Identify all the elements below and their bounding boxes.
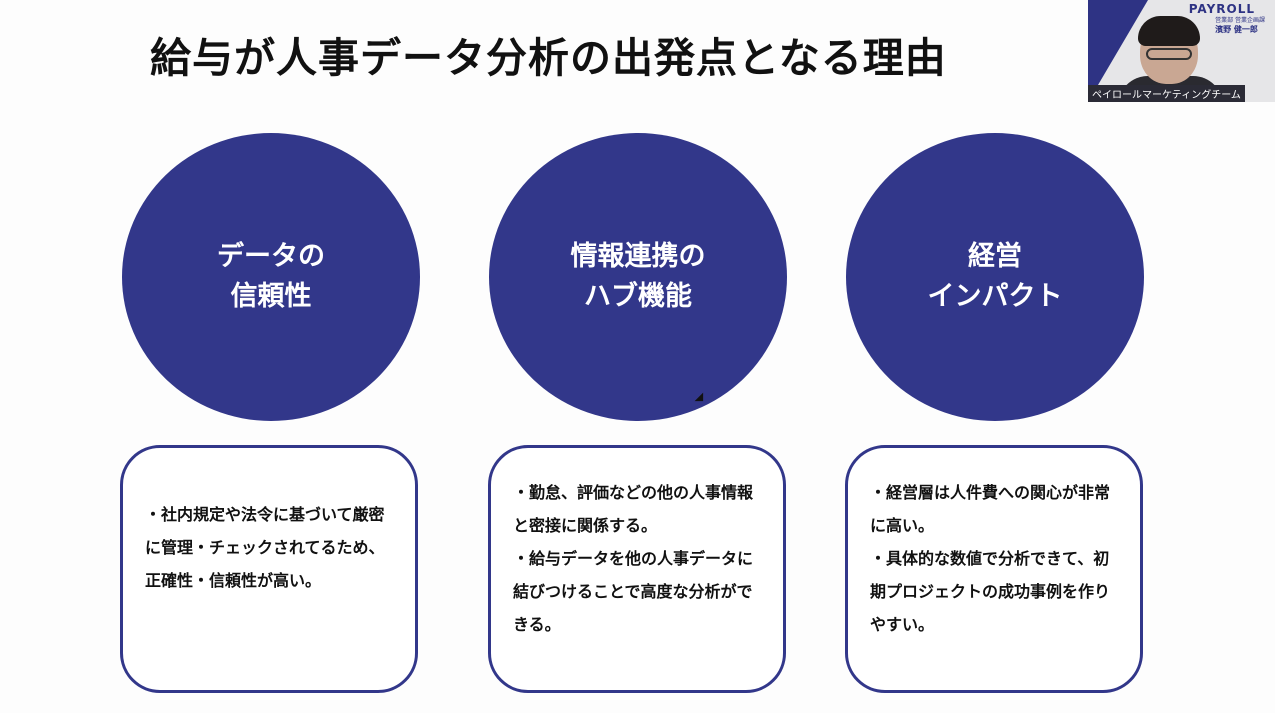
participant-label: ペイロールマーケティングチーム [1088, 85, 1245, 102]
speaker-hair [1138, 16, 1200, 46]
circle-data-reliability: データの 信頼性 [122, 133, 420, 421]
circle-label: データの 信頼性 [217, 241, 325, 312]
slide-title: 給与が人事データ分析の出発点となる理由 [150, 34, 947, 82]
description-box-impact: ・経営層は人件費への関心が非常に高い。 ・具体的な数値で分析できて、初期プロジェ… [845, 445, 1143, 693]
bullet-text: ・経営層は人件費への関心が非常に高い。 [870, 483, 1111, 535]
speaker-nameplate: 営業部 営業企画課 濱野 健一郎 [1215, 16, 1265, 34]
speaker-name: 濱野 健一郎 [1215, 25, 1258, 34]
circle-label: 経営 インパクト [927, 241, 1063, 312]
description-box-hub: ・勤怠、評価などの他の人事情報と密接に関係する。 ・給与データを他の人事データに… [488, 445, 786, 693]
speaker-glasses [1146, 48, 1192, 60]
company-logo: PAYROLL [1188, 2, 1255, 16]
bullet-text: ・給与データを他の人事データに結びつけることで高度な分析ができる。 [513, 549, 754, 634]
speaker-department: 営業部 営業企画課 [1215, 17, 1265, 24]
bullet-text: ・勤怠、評価などの他の人事情報と密接に関係する。 [513, 483, 754, 535]
circle-label: 情報連携の ハブ機能 [570, 241, 706, 312]
circle-information-hub: 情報連携の ハブ機能 [489, 133, 787, 421]
bullet-text: ・具体的な数値で分析できて、初期プロジェクトの成功事例を作りやすい。 [870, 549, 1111, 634]
bullet-text: ・社内規定や法令に基づいて厳密に管理・チェックされてるため、正確性・信頼性が高い… [145, 505, 385, 590]
description-box-reliability: ・社内規定や法令に基づいて厳密に管理・チェックされてるため、正確性・信頼性が高い… [120, 445, 418, 693]
speaker-video-tile[interactable]: PAYROLL 営業部 営業企画課 濱野 健一郎 ペイロールマーケティングチーム [1088, 0, 1275, 102]
circle-management-impact: 経営 インパクト [846, 133, 1144, 421]
